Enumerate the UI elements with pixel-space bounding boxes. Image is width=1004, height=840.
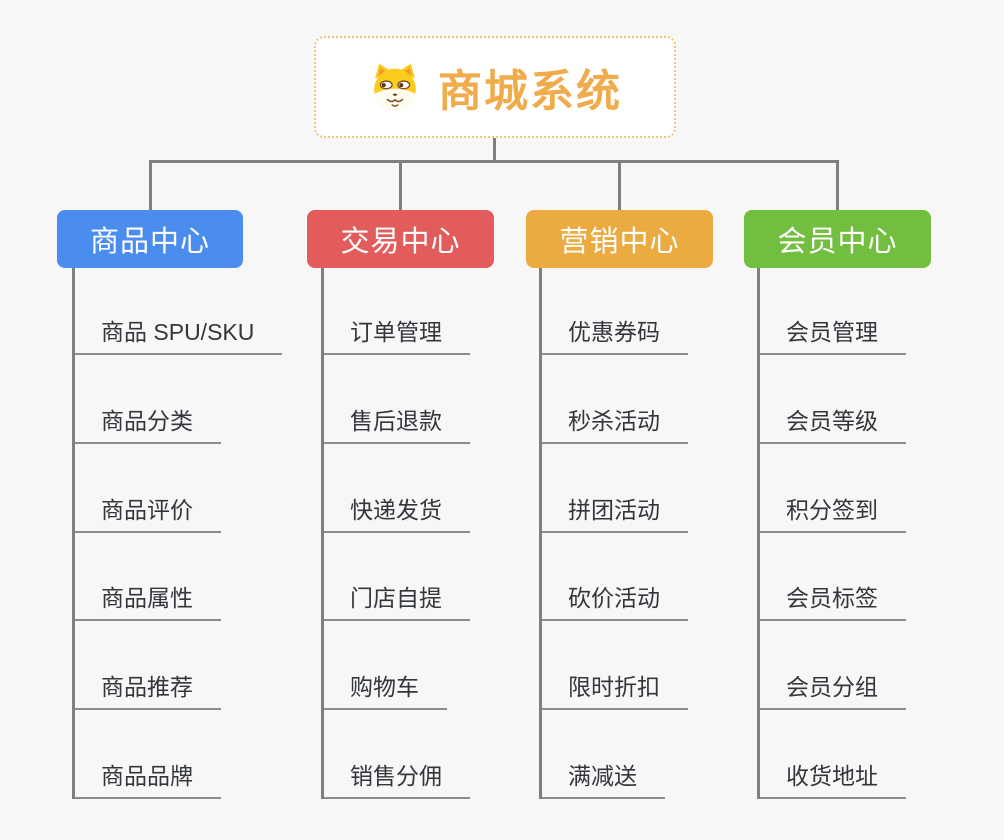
root-title: 商城系统	[438, 67, 622, 116]
child-topic[interactable]: 门店自提	[324, 533, 470, 622]
child-topic[interactable]: 会员标签	[760, 533, 906, 622]
child-topic[interactable]: 会员管理	[760, 268, 906, 355]
child-topic[interactable]: 快递发货	[324, 444, 470, 533]
child-topic[interactable]: 会员分组	[760, 621, 906, 711]
branch-member-children: 会员管理 会员等级 积分签到 会员标签 会员分组 收货地址	[757, 268, 906, 799]
child-topic[interactable]: 订单管理	[324, 268, 470, 355]
dog-icon	[368, 62, 422, 112]
connector-horizontal	[149, 160, 839, 163]
branch-goods-center[interactable]: 商品中心	[57, 210, 243, 268]
child-topic[interactable]: 会员等级	[760, 355, 906, 444]
child-topic[interactable]: 商品品牌	[75, 710, 221, 799]
branch-marketing-center[interactable]: 营销中心	[526, 210, 713, 268]
child-topic[interactable]: 商品 SPU/SKU	[75, 268, 283, 355]
branch-member-center[interactable]: 会员中心	[744, 210, 931, 268]
child-topic[interactable]: 商品分类	[75, 355, 221, 444]
child-topic[interactable]: 收货地址	[760, 710, 906, 799]
branch-goods-children: 商品 SPU/SKU 商品分类 商品评价 商品属性 商品推荐 商品品牌	[72, 268, 283, 799]
child-topic[interactable]: 销售分佣	[324, 710, 470, 799]
connector-drop-trade	[399, 160, 402, 211]
child-topic[interactable]: 商品属性	[75, 533, 221, 622]
child-topic[interactable]: 积分签到	[760, 444, 906, 533]
child-topic[interactable]: 限时折扣	[542, 621, 688, 711]
child-topic[interactable]: 满减送	[542, 710, 665, 799]
branch-trade-children: 订单管理 售后退款 快递发货 门店自提 购物车 销售分佣	[321, 268, 470, 799]
root-node[interactable]: 商城系统	[314, 36, 676, 138]
branch-trade-center[interactable]: 交易中心	[307, 210, 494, 268]
child-topic[interactable]: 购物车	[324, 621, 447, 711]
connector-drop-marketing	[618, 160, 621, 211]
child-topic[interactable]: 售后退款	[324, 355, 470, 444]
branch-marketing-children: 优惠券码 秒杀活动 拼团活动 砍价活动 限时折扣 满减送	[539, 268, 688, 799]
connector-root-drop	[493, 137, 496, 162]
connector-drop-member	[836, 160, 839, 211]
child-topic[interactable]: 优惠券码	[542, 268, 688, 355]
child-topic[interactable]: 商品评价	[75, 444, 221, 533]
connector-drop-goods	[149, 160, 152, 211]
child-topic[interactable]: 砍价活动	[542, 533, 688, 622]
child-topic[interactable]: 秒杀活动	[542, 355, 688, 444]
child-topic[interactable]: 商品推荐	[75, 621, 221, 711]
child-topic[interactable]: 拼团活动	[542, 444, 688, 533]
